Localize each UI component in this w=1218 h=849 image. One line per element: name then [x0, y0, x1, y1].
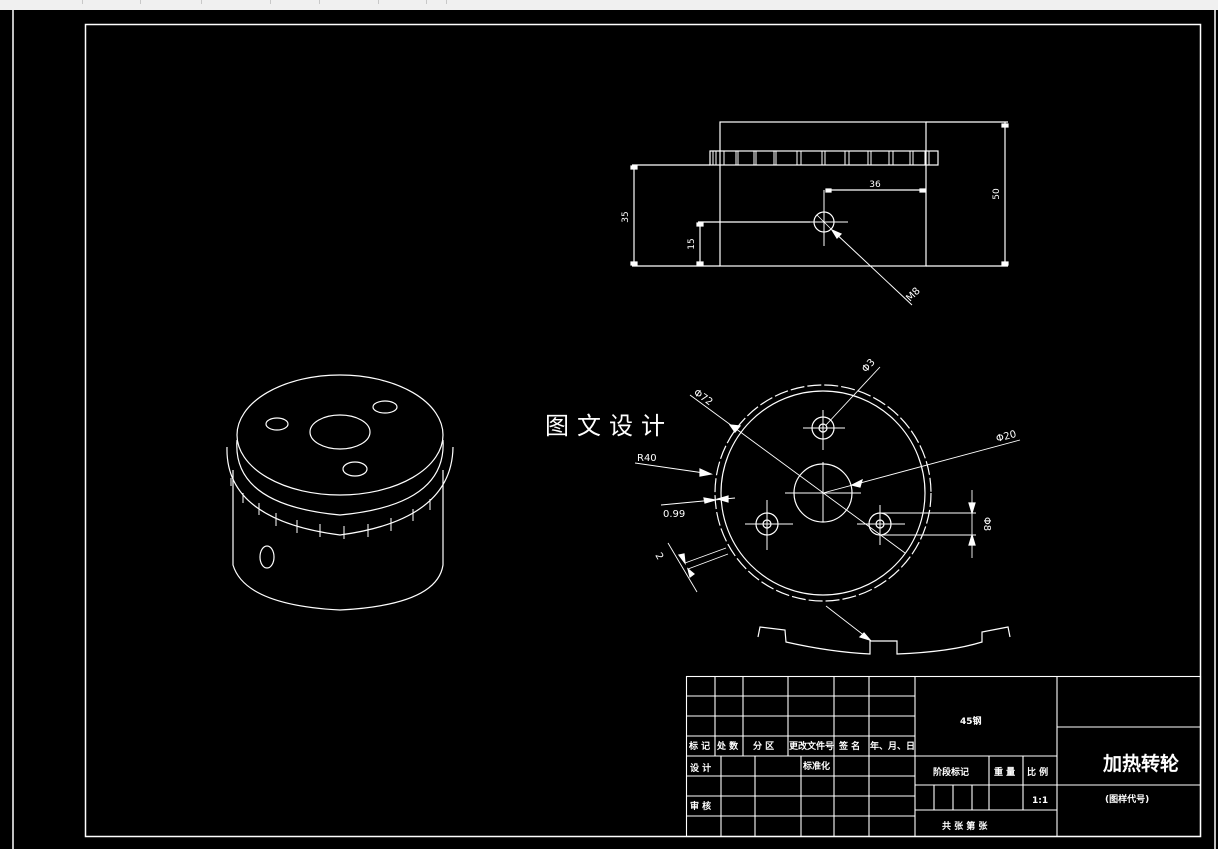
cad-drawing: 35 15 36 50 M8: [12, 10, 1216, 849]
header-date: 年、月、日: [870, 740, 915, 752]
dim-099-label: 0.99: [663, 509, 685, 520]
toolbar-divider: [378, 0, 379, 4]
toolbar-divider: [82, 0, 83, 4]
row-design: 设 计: [690, 762, 711, 774]
drawing-code: (图样代号): [1105, 793, 1149, 805]
isometric-view: [226, 374, 454, 611]
weight-label: 重 量: [994, 766, 1015, 778]
stage-mark-label: 阶段标记: [933, 766, 969, 778]
toolbar-strip: [0, 0, 1218, 10]
row-standardize: 标准化: [802, 760, 830, 772]
part-name: 加热转轮: [1102, 752, 1179, 775]
drawing-border: [84, 23, 1202, 838]
header-mark: 标 记: [688, 740, 710, 752]
header-sign: 签 名: [838, 740, 860, 752]
toolbar-divider: [140, 0, 141, 4]
title-block: [685, 675, 1202, 838]
header-count: 处 数: [716, 740, 739, 752]
dim-35-label: 35: [621, 211, 631, 222]
dim-15-label: 15: [687, 238, 697, 249]
dim-2-label: 2: [652, 551, 665, 562]
toolbar-divider: [319, 0, 320, 4]
dim-r40-label: R40: [637, 453, 657, 464]
front-view: 35 15 36 50 M8: [621, 121, 1009, 306]
header-doc-no: 更改文件号: [789, 740, 834, 752]
thread-m8-label: M8: [904, 286, 922, 304]
sheets-label: 共 张 第 张: [942, 820, 988, 832]
dim-phi20-label: Φ20: [995, 429, 1018, 445]
toolbar-divider: [426, 0, 427, 4]
dim-50-label: 50: [992, 188, 1002, 200]
toolbar-divider: [201, 0, 202, 4]
material-label: 45钢: [960, 715, 982, 727]
dim-phi8-label: Φ8: [981, 517, 992, 531]
toolbar-divider: [270, 0, 271, 4]
top-view: Φ72 Φ3 Φ20 R40 0.99 2 Φ8: [634, 357, 1021, 655]
scale-value: 1:1: [1032, 796, 1048, 806]
watermark-text: 图文设计: [545, 412, 673, 440]
ratio-label: 比 例: [1027, 766, 1048, 778]
dim-36-label: 36: [869, 180, 881, 190]
row-review: 审 核: [690, 800, 711, 812]
title-block-text: 标 记 处 数 分 区 更改文件号 签 名 年、月、日 设 计 标准化 审 核 …: [688, 715, 1179, 832]
toolbar-divider: [446, 0, 447, 4]
drawing-canvas[interactable]: 35 15 36 50 M8: [0, 10, 1218, 849]
dim-phi72-label: Φ72: [691, 387, 714, 408]
header-zone: 分 区: [753, 740, 774, 752]
